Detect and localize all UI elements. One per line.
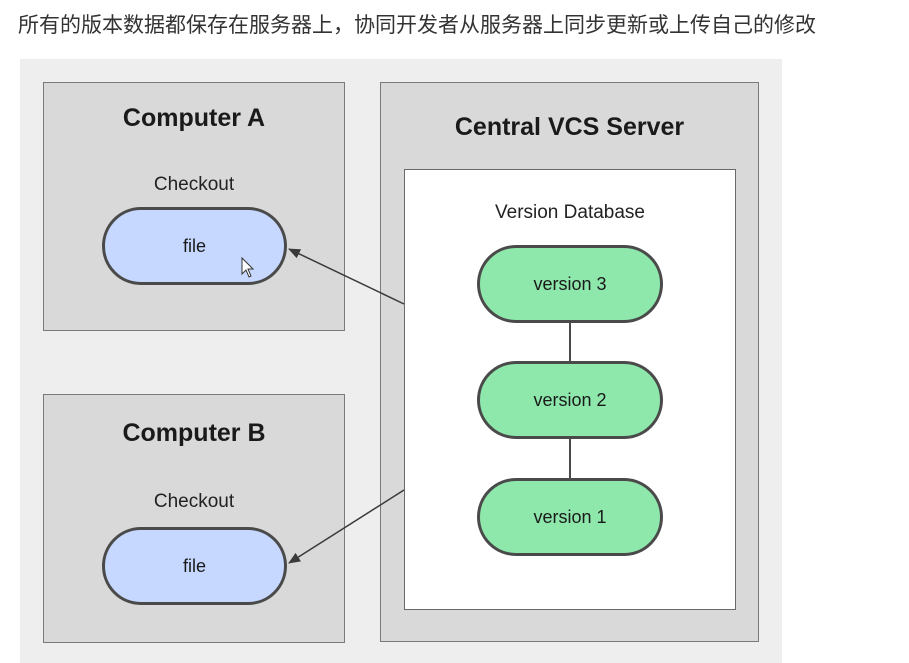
computer-b-title: Computer B bbox=[122, 419, 266, 447]
version-2-node: version 2 bbox=[477, 361, 663, 439]
version-1-node: version 1 bbox=[477, 478, 663, 556]
caption-text: 所有的版本数据都保存在服务器上，协同开发者从服务器上同步更新或上传自己的修改 bbox=[18, 13, 816, 37]
computer-a-file-node: file bbox=[102, 207, 287, 285]
computer-b-checkout-label: Checkout bbox=[153, 491, 235, 512]
computer-a-box: Computer A Checkout file bbox=[43, 82, 345, 331]
computer-b-box: Computer B Checkout file bbox=[43, 394, 345, 643]
computer-a-title: Computer A bbox=[122, 104, 266, 132]
version-database-label: Version Database bbox=[495, 202, 645, 223]
version-3-node: version 3 bbox=[477, 245, 663, 323]
central-server-title: Central VCS Server bbox=[454, 113, 685, 141]
computer-a-checkout-label: Checkout bbox=[153, 174, 235, 195]
computer-b-file-node: file bbox=[102, 527, 287, 605]
